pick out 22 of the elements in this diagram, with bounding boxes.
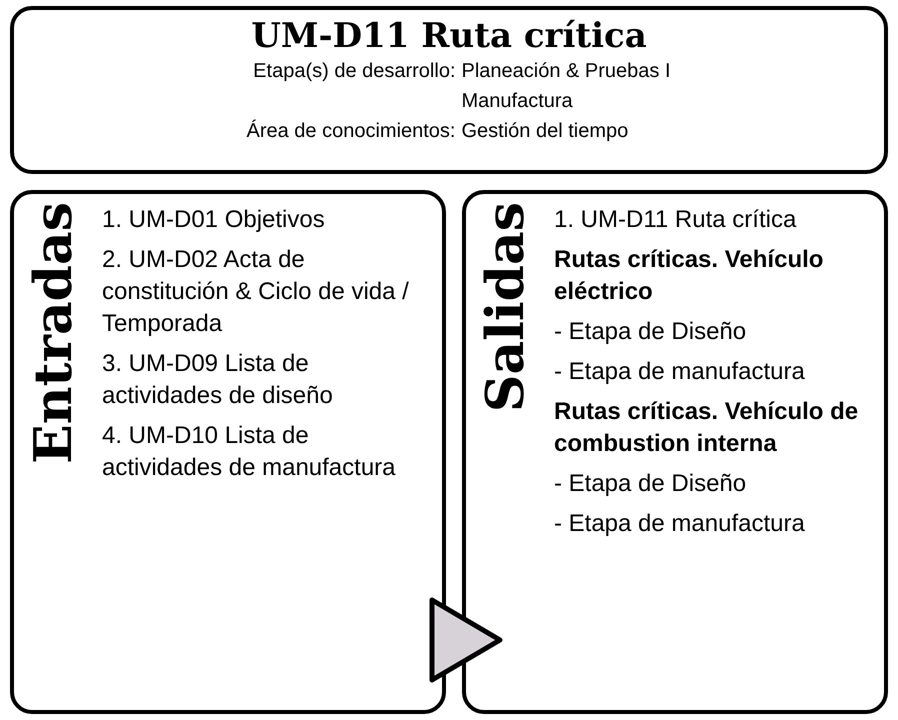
list-item: 2. UM-D02 Acta de constitución & Ciclo de vida / Temporada (102, 245, 410, 339)
list-item: 4. UM-D10 Lista de actividades de manufactura (102, 421, 397, 483)
field-label: Etapa(s) de desarrollo: (252, 59, 456, 84)
subheading: Rutas críticas. Vehículo eléctrico (554, 245, 824, 307)
header-panel (10, 6, 888, 174)
field-value: Gestión del tiempo (462, 119, 630, 144)
field-value: Planeación & Pruebas I Manufactura (462, 59, 672, 114)
list-item: 1. UM-D11 Ruta crítica (554, 205, 798, 235)
list-item: - Etapa de Diseño (554, 317, 748, 347)
field-label: Área de conocimientos: (246, 118, 456, 144)
list-item: - Etapa de Diseño (554, 469, 748, 499)
vertical-heading: Salidas (474, 202, 537, 412)
subheading: Rutas críticas. Vehículo de combustion interna (554, 397, 860, 459)
arrow (430, 598, 502, 682)
list-panel (10, 190, 446, 714)
list-panel (462, 190, 888, 714)
list-item: - Etapa de manufactura (554, 357, 806, 387)
vertical-heading: Entradas (22, 202, 85, 464)
title-text: UM-D11 Ruta crítica (250, 16, 648, 56)
list-item: 3. UM-D09 Lista de actividades de diseño (102, 349, 334, 411)
list-item: 1. UM-D01 Objetivos (102, 205, 326, 235)
list-item: - Etapa de manufactura (554, 509, 806, 539)
